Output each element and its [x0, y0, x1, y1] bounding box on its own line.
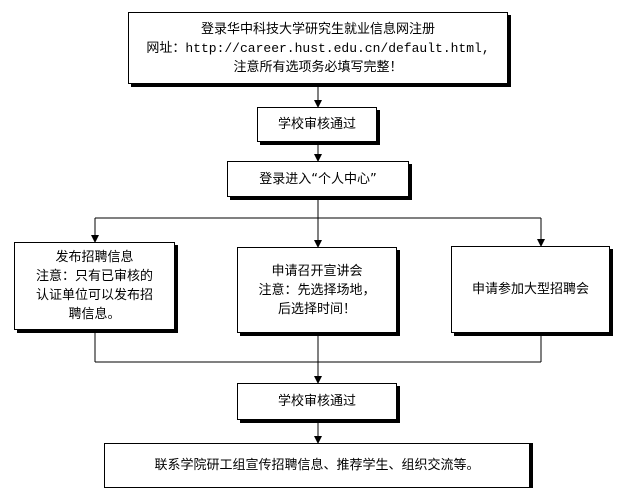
- contact-box: 联系学院研工组宣传招聘信息、推荐学生、组织交流等。: [104, 443, 530, 488]
- register-title: 登录华中科技大学研究生就业信息网注册: [200, 21, 435, 37]
- publish-box: 发布招聘信息 注意：只有已审核的 认证单位可以发布招 聘信息。: [14, 242, 175, 330]
- presentation-note-2: 后选择时间！: [277, 301, 356, 317]
- presentation-note-1: 注意：先选择场地，: [258, 282, 376, 298]
- presentation-box: 申请召开宣讲会 注意：先选择场地， 后选择时间！: [237, 247, 397, 333]
- register-box: 登录华中科技大学研究生就业信息网注册 网址：http://career.hust…: [128, 12, 508, 84]
- contact-label: 联系学院研工组宣传招聘信息、推荐学生、组织交流等。: [154, 458, 480, 473]
- review-box-1: 学校审核通过: [257, 107, 377, 142]
- register-url-label: 网址：: [146, 40, 186, 56]
- register-url-line: 网址：http://career.hust.edu.cn/default.htm…: [146, 39, 489, 58]
- review-label-1: 学校审核通过: [277, 117, 356, 132]
- login-box: 登录进入“个人中心”: [227, 161, 409, 197]
- job-fair-label: 申请参加大型招聘会: [471, 282, 589, 297]
- review-box-2: 学校审核通过: [237, 383, 397, 420]
- register-note: 注意所有选项务必填写完整！: [233, 59, 403, 75]
- review-label-2: 学校审核通过: [277, 394, 356, 409]
- register-url: http://career.hust.edu.cn/default.html,: [185, 40, 490, 56]
- publish-note-1: 注意：只有已审核的: [35, 269, 153, 284]
- publish-title: 发布招聘信息: [55, 250, 134, 265]
- presentation-title: 申请召开宣讲会: [271, 263, 363, 279]
- publish-note-2: 认证单位可以发布招: [35, 288, 153, 303]
- login-label: 登录进入“个人中心”: [259, 171, 377, 187]
- publish-note-3: 聘信息。: [68, 307, 121, 322]
- job-fair-box: 申请参加大型招聘会: [451, 246, 610, 333]
